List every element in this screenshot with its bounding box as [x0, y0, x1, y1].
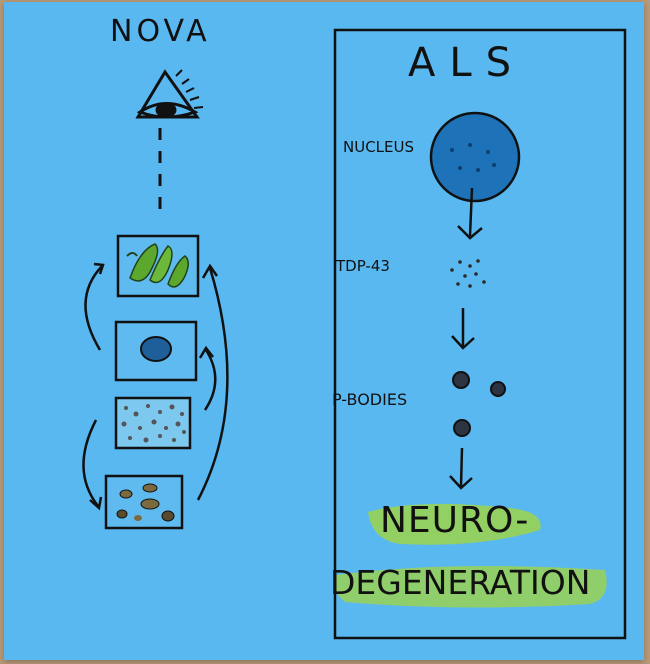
tdp43-dots: [450, 259, 486, 288]
nucleus-label: NUCLEUS: [343, 138, 415, 156]
tdp43-label: TDP-43: [336, 257, 390, 275]
p-bodies-icon: [452, 371, 506, 437]
arrow-down-icon: [457, 187, 483, 240]
outcome-line-2: DEGENERATION: [330, 563, 591, 602]
eye-icon: [135, 69, 204, 119]
cell-panel-mitochondria: [116, 234, 200, 298]
cell-panel-speckles: [114, 396, 192, 450]
arrow-down-icon: [451, 308, 475, 350]
cycle-arrows: [82, 262, 229, 511]
highlight-degeneration: [334, 566, 607, 608]
outcome-line-1: NEURO-: [380, 500, 530, 541]
als-panel-frame: [333, 28, 627, 640]
sticky-note: [4, 2, 644, 660]
nova-title: NOVA: [110, 14, 211, 49]
highlight-neuro: [368, 503, 541, 545]
arrow-down-icon: [449, 447, 473, 490]
cell-panel-nucleus: [114, 320, 198, 382]
pbodies-label: P-BODIES: [332, 390, 408, 409]
nucleus-icon: [429, 111, 521, 203]
als-title: ALS: [408, 40, 526, 86]
cell-panel-granules: [104, 474, 184, 530]
